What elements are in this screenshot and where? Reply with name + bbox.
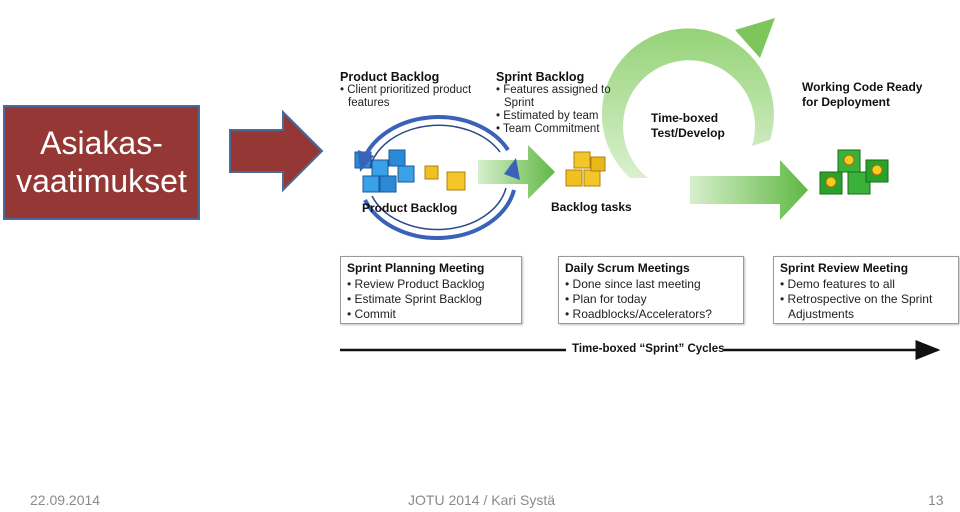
sprint-planning-box: Sprint Planning Meeting Review Product B… [340,256,522,324]
meeting-bullet: Demo features to all [780,277,952,292]
product-backlog-header: Product Backlog Client prioritized produ… [340,70,480,110]
meeting-bullets: Review Product Backlog Estimate Sprint B… [347,277,515,322]
daily-scrum-box: Daily Scrum Meetings Done since last mee… [558,256,744,324]
timeboxed-label: Time-boxed Test/Develop [651,111,725,140]
meeting-bullet: Plan for today [565,292,737,307]
sprint-backlog-bullet: Team Commitment [496,123,616,136]
product-backlog-bullets: Client prioritized product features [340,84,480,110]
meeting-bullet: Commit [347,307,515,322]
footer-date: 22.09.2014 [30,492,101,508]
meeting-bullet: Retrospective on the Sprint Adjustments [780,292,952,322]
footer-page-number: 13 [928,492,944,508]
meeting-heading: Sprint Review Meeting [780,261,909,275]
green-cycle-arrowhead [735,18,775,58]
green-cycle [601,28,774,179]
sprint-backlog-header: Sprint Backlog Features assigned to Spri… [496,70,616,136]
timeline-label: Time-boxed “Sprint” Cycles [572,343,725,355]
sprint-backlog-heading: Sprint Backlog [496,70,585,84]
blue-arrowhead-1 [358,150,374,172]
meeting-bullets: Done since last meeting Plan for today R… [565,277,737,322]
sprint-backlog-bullet: Estimated by team [496,110,616,123]
blue-arrowhead-2 [504,158,520,180]
sprint-backlog-bullet: Features assigned to Sprint [496,84,616,110]
meeting-bullet: Done since last meeting [565,277,737,292]
title-text: Asiakas- vaatimukset [16,124,187,199]
sprint-backlog-bullets: Features assigned to Sprint Estimated by… [496,84,616,136]
red-arrow [229,109,324,193]
sprint-review-box: Sprint Review Meeting Demo features to a… [773,256,959,324]
backlog-tasks-cubes [565,151,606,187]
product-backlog-bullet: Client prioritized product features [340,84,480,110]
meeting-bullet: Review Product Backlog [347,277,515,292]
meeting-heading: Sprint Planning Meeting [347,261,485,275]
blue-cycle-inner [369,124,507,231]
product-backlog-heading: Product Backlog [340,70,440,84]
meeting-bullets: Demo features to all Retrospective on th… [780,277,952,322]
meeting-bullet: Roadblocks/Accelerators? [565,307,737,322]
green-arrow-2 [690,160,808,220]
product-backlog-label: Product Backlog [362,201,458,215]
meeting-bullet: Estimate Sprint Backlog [347,292,515,307]
working-code-cubes [819,149,889,195]
title-box: Asiakas- vaatimukset [3,105,200,220]
blue-cycle-arrows [360,115,516,241]
working-code-label: Working Code Ready for Deployment [802,80,923,109]
backlog-tasks-label: Backlog tasks [551,200,632,214]
meeting-heading: Daily Scrum Meetings [565,261,690,275]
footer-center: JOTU 2014 / Kari Systä [408,492,556,508]
